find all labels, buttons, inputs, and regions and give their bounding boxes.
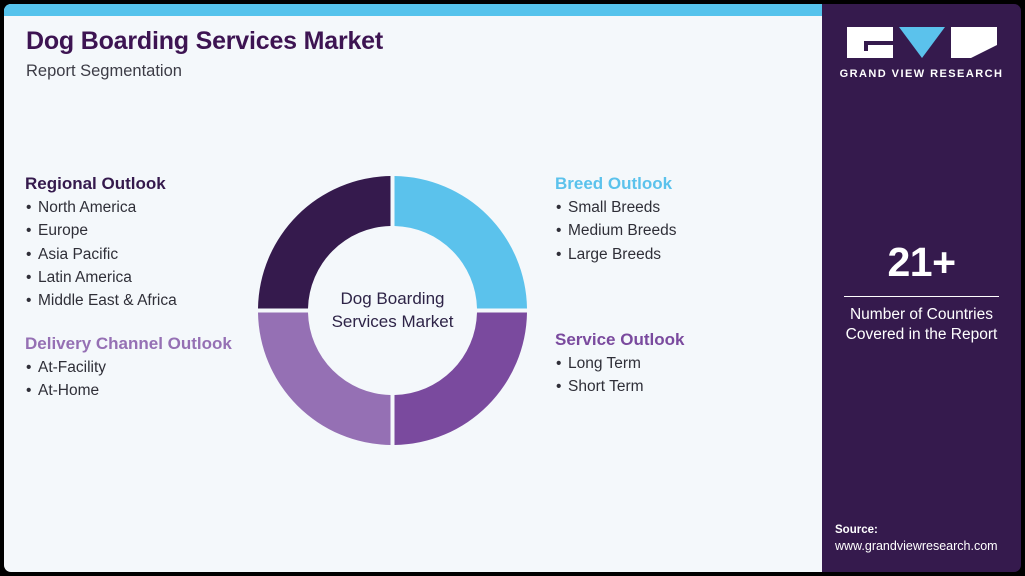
- list-item: Medium Breeds: [555, 219, 817, 242]
- list-item: Large Breeds: [555, 243, 817, 266]
- logo-marks: [822, 27, 1021, 59]
- segment-group-breed-outlook: Breed Outlook Small Breeds Medium Breeds…: [555, 174, 817, 266]
- segment-list-breed-outlook: Small Breeds Medium Breeds Large Breeds: [555, 196, 817, 265]
- list-item: At-Home: [25, 379, 250, 402]
- segment-heading-delivery-channel-outlook: Delivery Channel Outlook: [25, 333, 232, 353]
- source-block: Source: www.grandviewresearch.com: [835, 523, 1015, 555]
- list-item: Small Breeds: [555, 196, 817, 219]
- segment-heading-breed-outlook: Breed Outlook: [555, 174, 673, 193]
- donut-slice-regional-outlook: [258, 176, 391, 309]
- segment-group-service-outlook: Service Outlook Long Term Short Term: [555, 330, 817, 399]
- header: Dog Boarding Services Market Report Segm…: [26, 27, 726, 80]
- segment-column-right: Breed Outlook Small Breeds Medium Breeds…: [555, 174, 817, 398]
- stat-divider: [844, 296, 999, 297]
- segment-heading-regional-outlook: Regional Outlook: [25, 174, 166, 193]
- content-panel: Dog Boarding Services Market Report Segm…: [4, 4, 822, 572]
- logo-v-triangle-icon: [898, 27, 945, 58]
- segment-heading-service-outlook: Service Outlook: [555, 329, 685, 349]
- list-item: At-Facility: [25, 356, 250, 379]
- list-item: Long Term: [555, 352, 817, 375]
- segment-group-regional-outlook: Regional Outlook North America Europe As…: [25, 174, 250, 312]
- source-url[interactable]: www.grandviewresearch.com: [835, 539, 998, 554]
- list-item: North America: [25, 196, 250, 219]
- donut-chart-svg: [258, 176, 527, 445]
- stat-label: Number of Countries Covered in the Repor…: [822, 305, 1021, 344]
- segment-list-delivery-channel-outlook: At-Facility At-Home: [25, 356, 250, 402]
- donut-slice-delivery-channel-outlook: [258, 312, 391, 445]
- stat-label-line1: Number of Countries: [849, 306, 993, 323]
- segment-list-service-outlook: Long Term Short Term: [555, 352, 817, 398]
- brand-wordmark: GRAND VIEW RESEARCH: [839, 68, 1004, 80]
- logo-g-icon: [846, 27, 893, 58]
- donut-slice-breed-outlook: [394, 176, 527, 309]
- donut-chart: Dog Boarding Services Market: [254, 172, 531, 449]
- list-item: Europe: [25, 219, 250, 242]
- top-accent-bar: [4, 4, 822, 16]
- stat-countries: 21+ Number of Countries Covered in the R…: [822, 242, 1021, 344]
- list-item: Latin America: [25, 266, 250, 289]
- segment-group-delivery-channel-outlook: Delivery Channel Outlook At-Facility At-…: [25, 334, 250, 403]
- donut-slice-service-outlook: [394, 312, 527, 445]
- logo-r-icon: [950, 27, 997, 58]
- segment-list-regional-outlook: North America Europe Asia Pacific Latin …: [25, 196, 250, 312]
- page-subtitle: Report Segmentation: [26, 61, 182, 80]
- list-item: Short Term: [555, 375, 817, 398]
- segment-column-left: Regional Outlook North America Europe As…: [25, 174, 250, 403]
- brand-panel: GRAND VIEW RESEARCH 21+ Number of Countr…: [822, 4, 1021, 572]
- source-label: Source:: [835, 523, 878, 536]
- stat-value: 21+: [887, 239, 956, 285]
- list-item: Middle East & Africa: [25, 289, 250, 312]
- list-item: Asia Pacific: [25, 243, 250, 266]
- stat-label-line2: Covered in the Report: [845, 325, 998, 343]
- brand-logo: GRAND VIEW RESEARCH: [822, 27, 1021, 80]
- page-title: Dog Boarding Services Market: [26, 27, 384, 55]
